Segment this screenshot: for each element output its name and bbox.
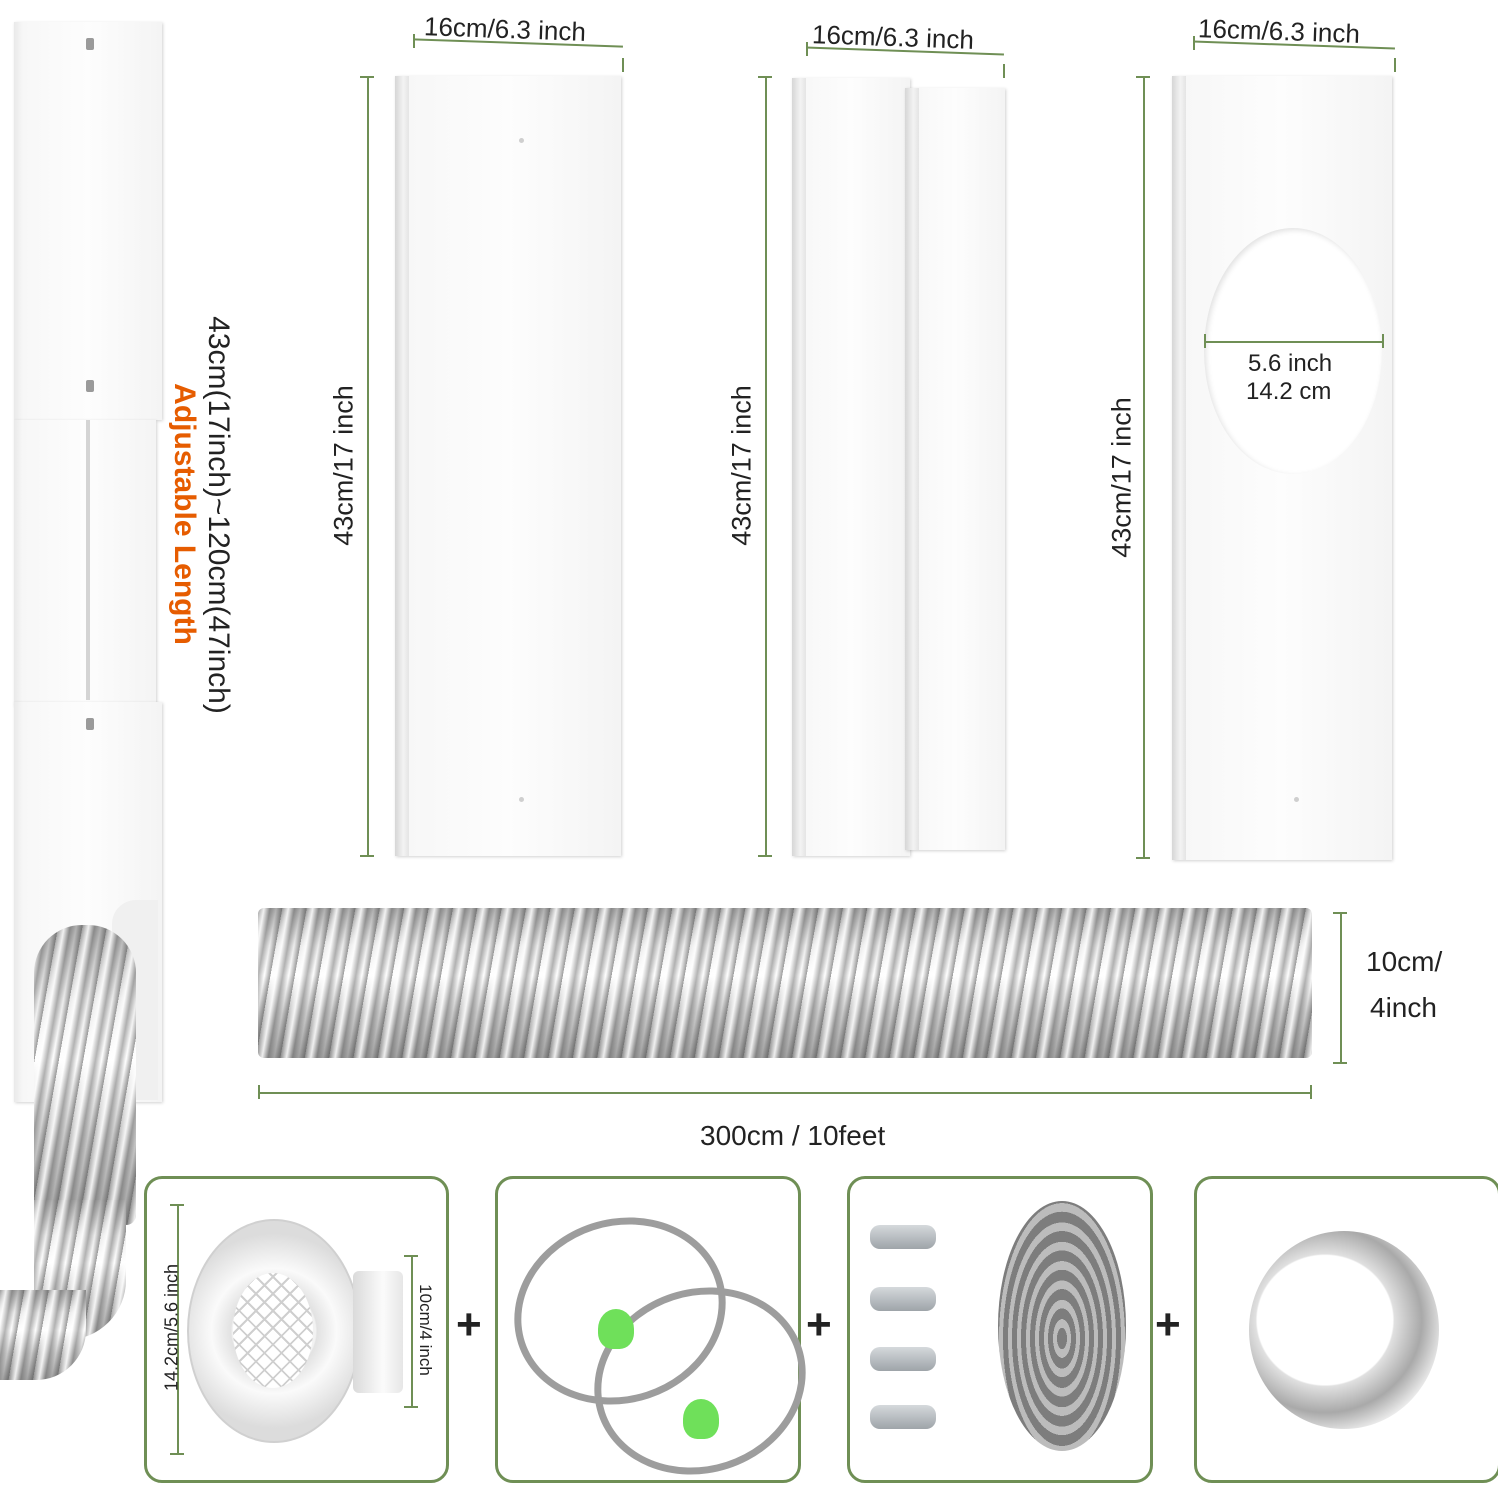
wing-screw-icon xyxy=(870,1347,936,1371)
hole-label-inch: 5.6 inch xyxy=(1248,350,1333,377)
aluminum-tape-box xyxy=(1194,1176,1498,1483)
clamp-key-icon xyxy=(683,1399,719,1439)
screw-icon xyxy=(86,380,94,392)
wing-screw-icon xyxy=(870,1225,936,1249)
panel-width-label: 16cm/6.3 inch xyxy=(1197,13,1361,49)
panel-width-label: 16cm/6.3 inch xyxy=(423,11,587,47)
adapter-outer-label: 14.2cm/5.6 inch xyxy=(161,1263,182,1392)
adapter-box: 14.2cm/5.6 inch 10cm/4 inch xyxy=(144,1176,449,1483)
clamp-key-icon xyxy=(598,1309,634,1349)
adapter-inner-label: 10cm/4 inch xyxy=(416,1284,435,1376)
hose-clamps-box xyxy=(489,1176,831,1502)
vent-hole xyxy=(1204,228,1382,474)
plus-sign: + xyxy=(1155,1300,1181,1349)
slot xyxy=(86,420,90,700)
foam-seal-roll-icon xyxy=(998,1201,1126,1451)
hole-label-cm: 14.2 cm xyxy=(1246,378,1332,405)
adjustable-length-label: 43cm(17inch)~120cm(47inch) xyxy=(202,316,235,714)
hose-diameter-label-2: 4inch xyxy=(1370,992,1437,1023)
panel-width-label: 16cm/6.3 inch xyxy=(811,19,975,55)
screws-seal-box xyxy=(847,1176,1153,1483)
aluminum-tape-icon xyxy=(1249,1231,1439,1429)
vent-adapter-icon xyxy=(187,1219,361,1443)
wing-screw-icon xyxy=(870,1405,936,1429)
wing-screw-icon xyxy=(870,1287,936,1311)
panel-height-label: 43cm/17 inch xyxy=(1106,397,1137,558)
adjustable-caption: Adjustable Length xyxy=(168,383,201,645)
panel-height-label: 43cm/17 inch xyxy=(726,385,757,546)
hose-length-label: 300cm / 10feet xyxy=(700,1120,886,1151)
screw-icon xyxy=(86,718,94,730)
plus-sign: + xyxy=(456,1300,482,1349)
hose-diameter-label-1: 10cm/ xyxy=(1366,946,1443,977)
screw-icon xyxy=(86,38,94,50)
panel-height-label: 43cm/17 inch xyxy=(328,385,359,546)
plus-sign: + xyxy=(806,1300,832,1349)
